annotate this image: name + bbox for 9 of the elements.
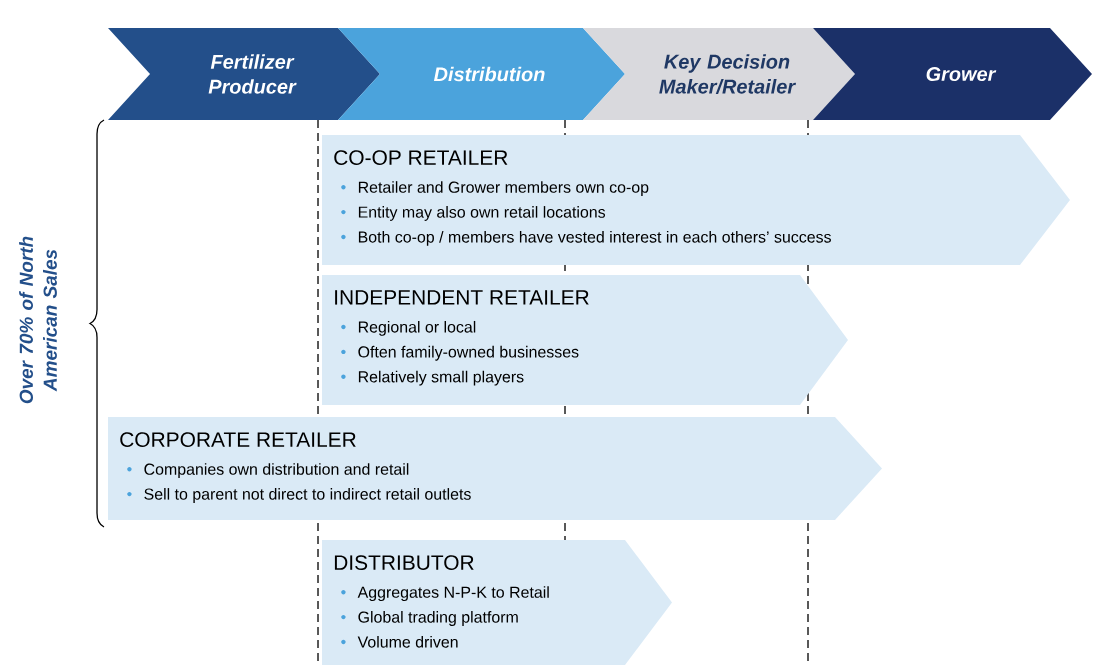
arrow-band: CO-OP RETAILER Retailer and Grower members own co-op Entity may also own retail locations Both co-op / members have vested interest in each others’ success [322, 135, 1070, 265]
step-banner: Fertilizer Producer [108, 28, 380, 120]
arrow-band: INDEPENDENT RETAILER Regional or local Often family-owned businesses Relatively small players [322, 275, 848, 405]
step-banner: Key Decision Maker/Retailer [583, 28, 855, 120]
step-banner: Distribution [338, 28, 625, 120]
side-label: Over 70% of North American Sales [19, 236, 57, 404]
arrow-band: CORPORATE RETAILER Companies own distribution and retail Sell to parent not direct to indirect retail outlets [108, 417, 882, 520]
arrow-band: DISTRIBUTOR Aggregates N-P-K to Retail Global trading platform Volume driven [322, 540, 672, 665]
step-banner: Grower [813, 28, 1092, 120]
